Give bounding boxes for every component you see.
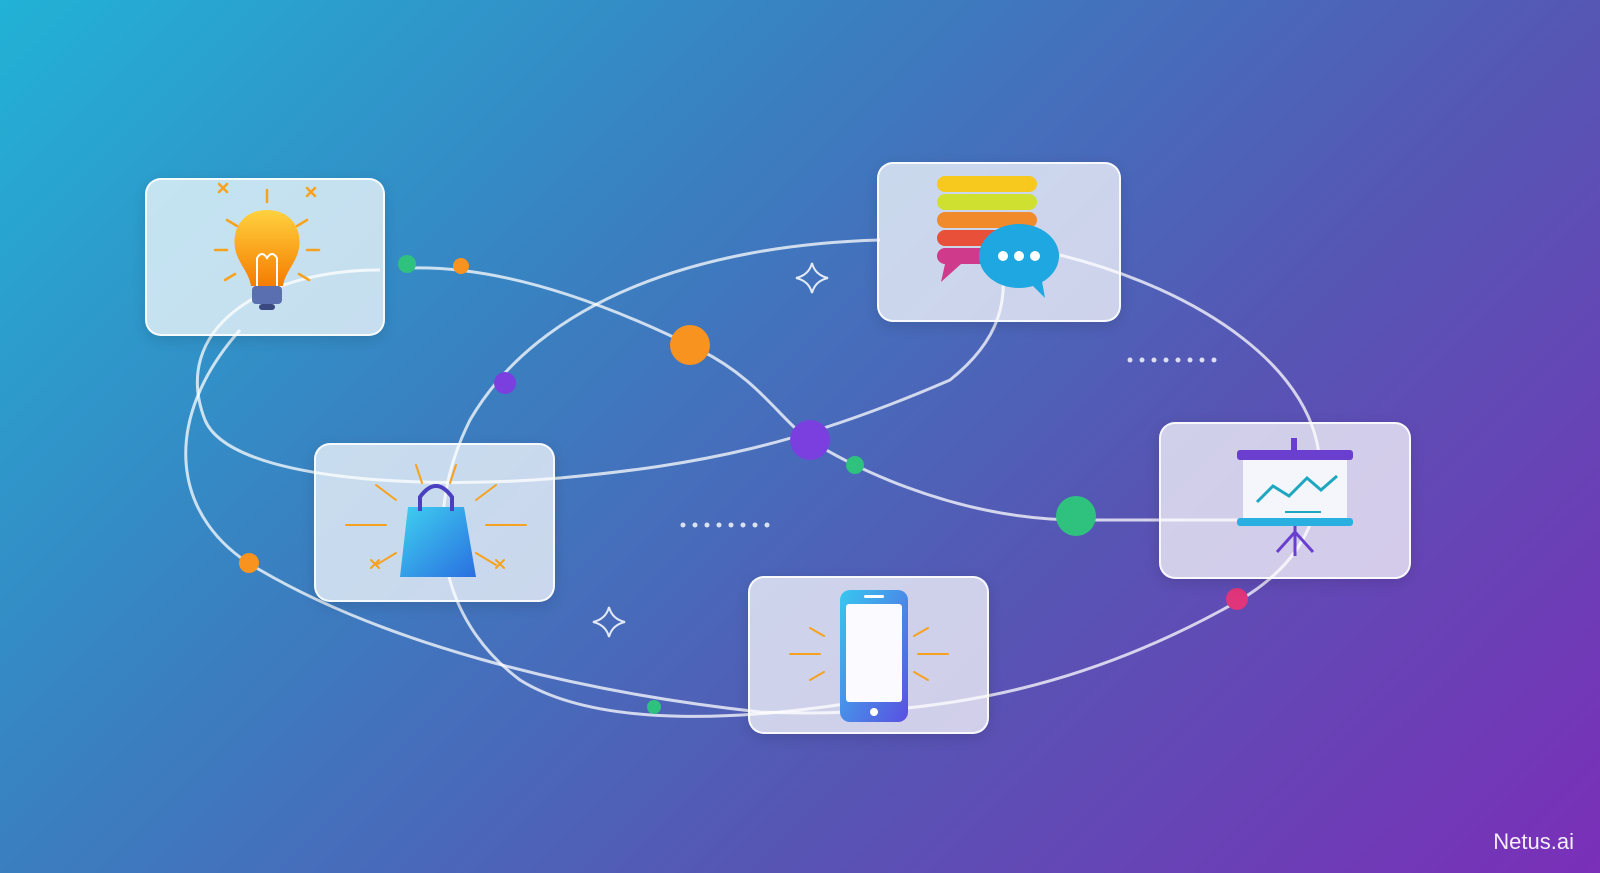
presentation-chart-icon: [1237, 438, 1353, 556]
mobile-card[interactable]: [748, 576, 989, 734]
shopping-card[interactable]: [314, 443, 555, 602]
smartphone-icon: [789, 590, 949, 722]
sparkle-icons: [592, 262, 829, 638]
chat-bubbles-icon: [937, 176, 1059, 298]
dotted-decor: [680, 357, 1217, 528]
idea-card[interactable]: [145, 178, 385, 336]
node-dots: [239, 255, 1248, 714]
watermark: Netus.ai: [1493, 829, 1574, 854]
shopping-bag-icon: [345, 464, 527, 577]
presentation-card[interactable]: [1159, 422, 1411, 579]
lightbulb-icon: [213, 182, 321, 310]
messaging-card[interactable]: [877, 162, 1121, 322]
